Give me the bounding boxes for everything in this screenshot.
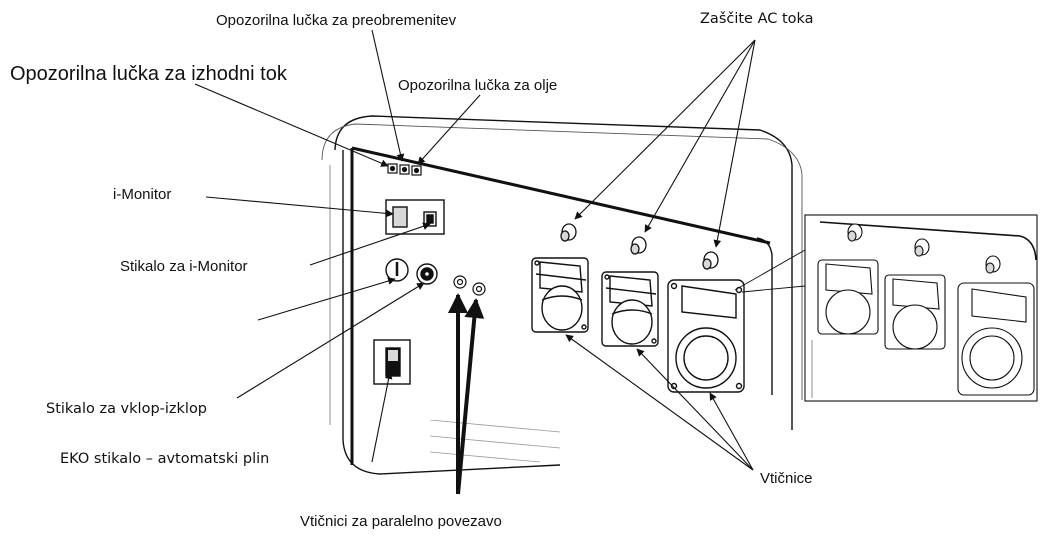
label-output-light: Opozorilna lučka za izhodni tok	[10, 63, 287, 85]
label-parallel-sockets: Vtičnici za paralelno povezavo	[300, 513, 502, 530]
warning-lights	[387, 163, 422, 176]
i-monitor-block	[385, 199, 445, 235]
ac-breakers	[560, 223, 719, 270]
parallel-leaders	[448, 293, 485, 495]
zoom-callout	[734, 214, 1038, 402]
outlets	[531, 257, 745, 393]
label-i-monitor: i-Monitor	[113, 186, 172, 203]
power-eco-knobs	[385, 258, 438, 285]
parallel-sockets	[453, 275, 486, 296]
label-ac-protection: Zaščite AC toka	[700, 11, 814, 27]
eco-rocker-switch	[373, 339, 411, 385]
label-i-monitor-switch: Stikalo za i-Monitor	[120, 258, 248, 275]
label-outlets: Vtičnice	[760, 470, 813, 487]
label-overload-light: Opozorilna lučka za preobremenitev	[216, 12, 457, 29]
label-power-switch: Stikalo za vklop-izklop	[46, 401, 208, 417]
label-oil-light: Opozorilna lučka za olje	[398, 77, 558, 94]
label-eco-switch: EKO stikalo – avtomatski plin	[60, 451, 270, 467]
leader-lines	[194, 29, 756, 471]
